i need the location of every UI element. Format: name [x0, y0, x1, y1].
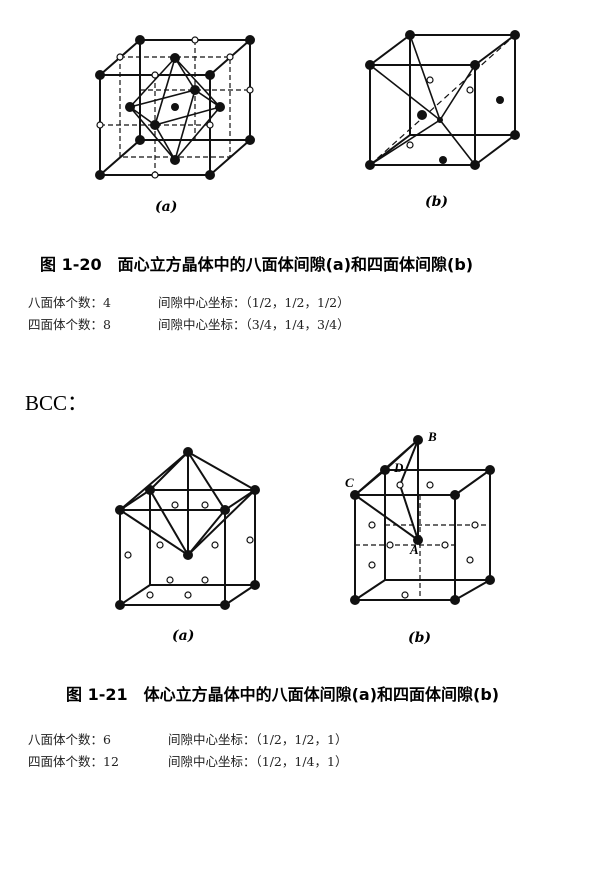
bcc-figure-caption: 图 1-21 体心立方晶体中的八面体间隙(a)和四面体间隙(b) — [66, 685, 500, 704]
fcc-tetrahedral-figure — [365, 30, 520, 170]
bcc-tetrahedral-figure — [350, 435, 495, 605]
bcc-fig-b-label: (b) — [408, 630, 432, 646]
fcc-octahedral-figure — [95, 35, 255, 180]
point-label-c: C — [345, 475, 354, 490]
fcc-fig-b-label: (b) — [425, 194, 449, 210]
fcc-octa-coord: 间隙中心坐标：（1/2，1/2，1/2） — [158, 295, 350, 310]
bcc-heading: BCC： — [25, 391, 89, 415]
fcc-figure-caption: 图 1-20 面心立方晶体中的八面体间隙(a)和四面体间隙(b) — [40, 255, 474, 274]
bcc-octa-count: 八面体个数：6 — [28, 732, 111, 747]
fcc-fig-a-label: (a) — [155, 199, 178, 215]
point-label-d: D — [394, 460, 404, 475]
bcc-tetra-count: 四面体个数：12 — [28, 754, 119, 769]
bcc-tetra-coord: 间隙中心坐标：（1/2，1/4，1） — [168, 754, 348, 769]
bcc-fig-a-label: (a) — [172, 628, 195, 644]
fcc-tetra-coord: 间隙中心坐标：（3/4，1/4，3/4） — [158, 317, 350, 332]
fcc-tetra-count: 四面体个数：8 — [28, 317, 111, 332]
point-label-b: B — [428, 429, 437, 444]
point-label-a: A — [410, 542, 419, 557]
fcc-octa-count: 八面体个数：4 — [28, 295, 111, 310]
bcc-octa-coord: 间隙中心坐标：（1/2，1/2，1） — [168, 732, 348, 747]
bcc-octahedral-figure — [115, 447, 260, 610]
